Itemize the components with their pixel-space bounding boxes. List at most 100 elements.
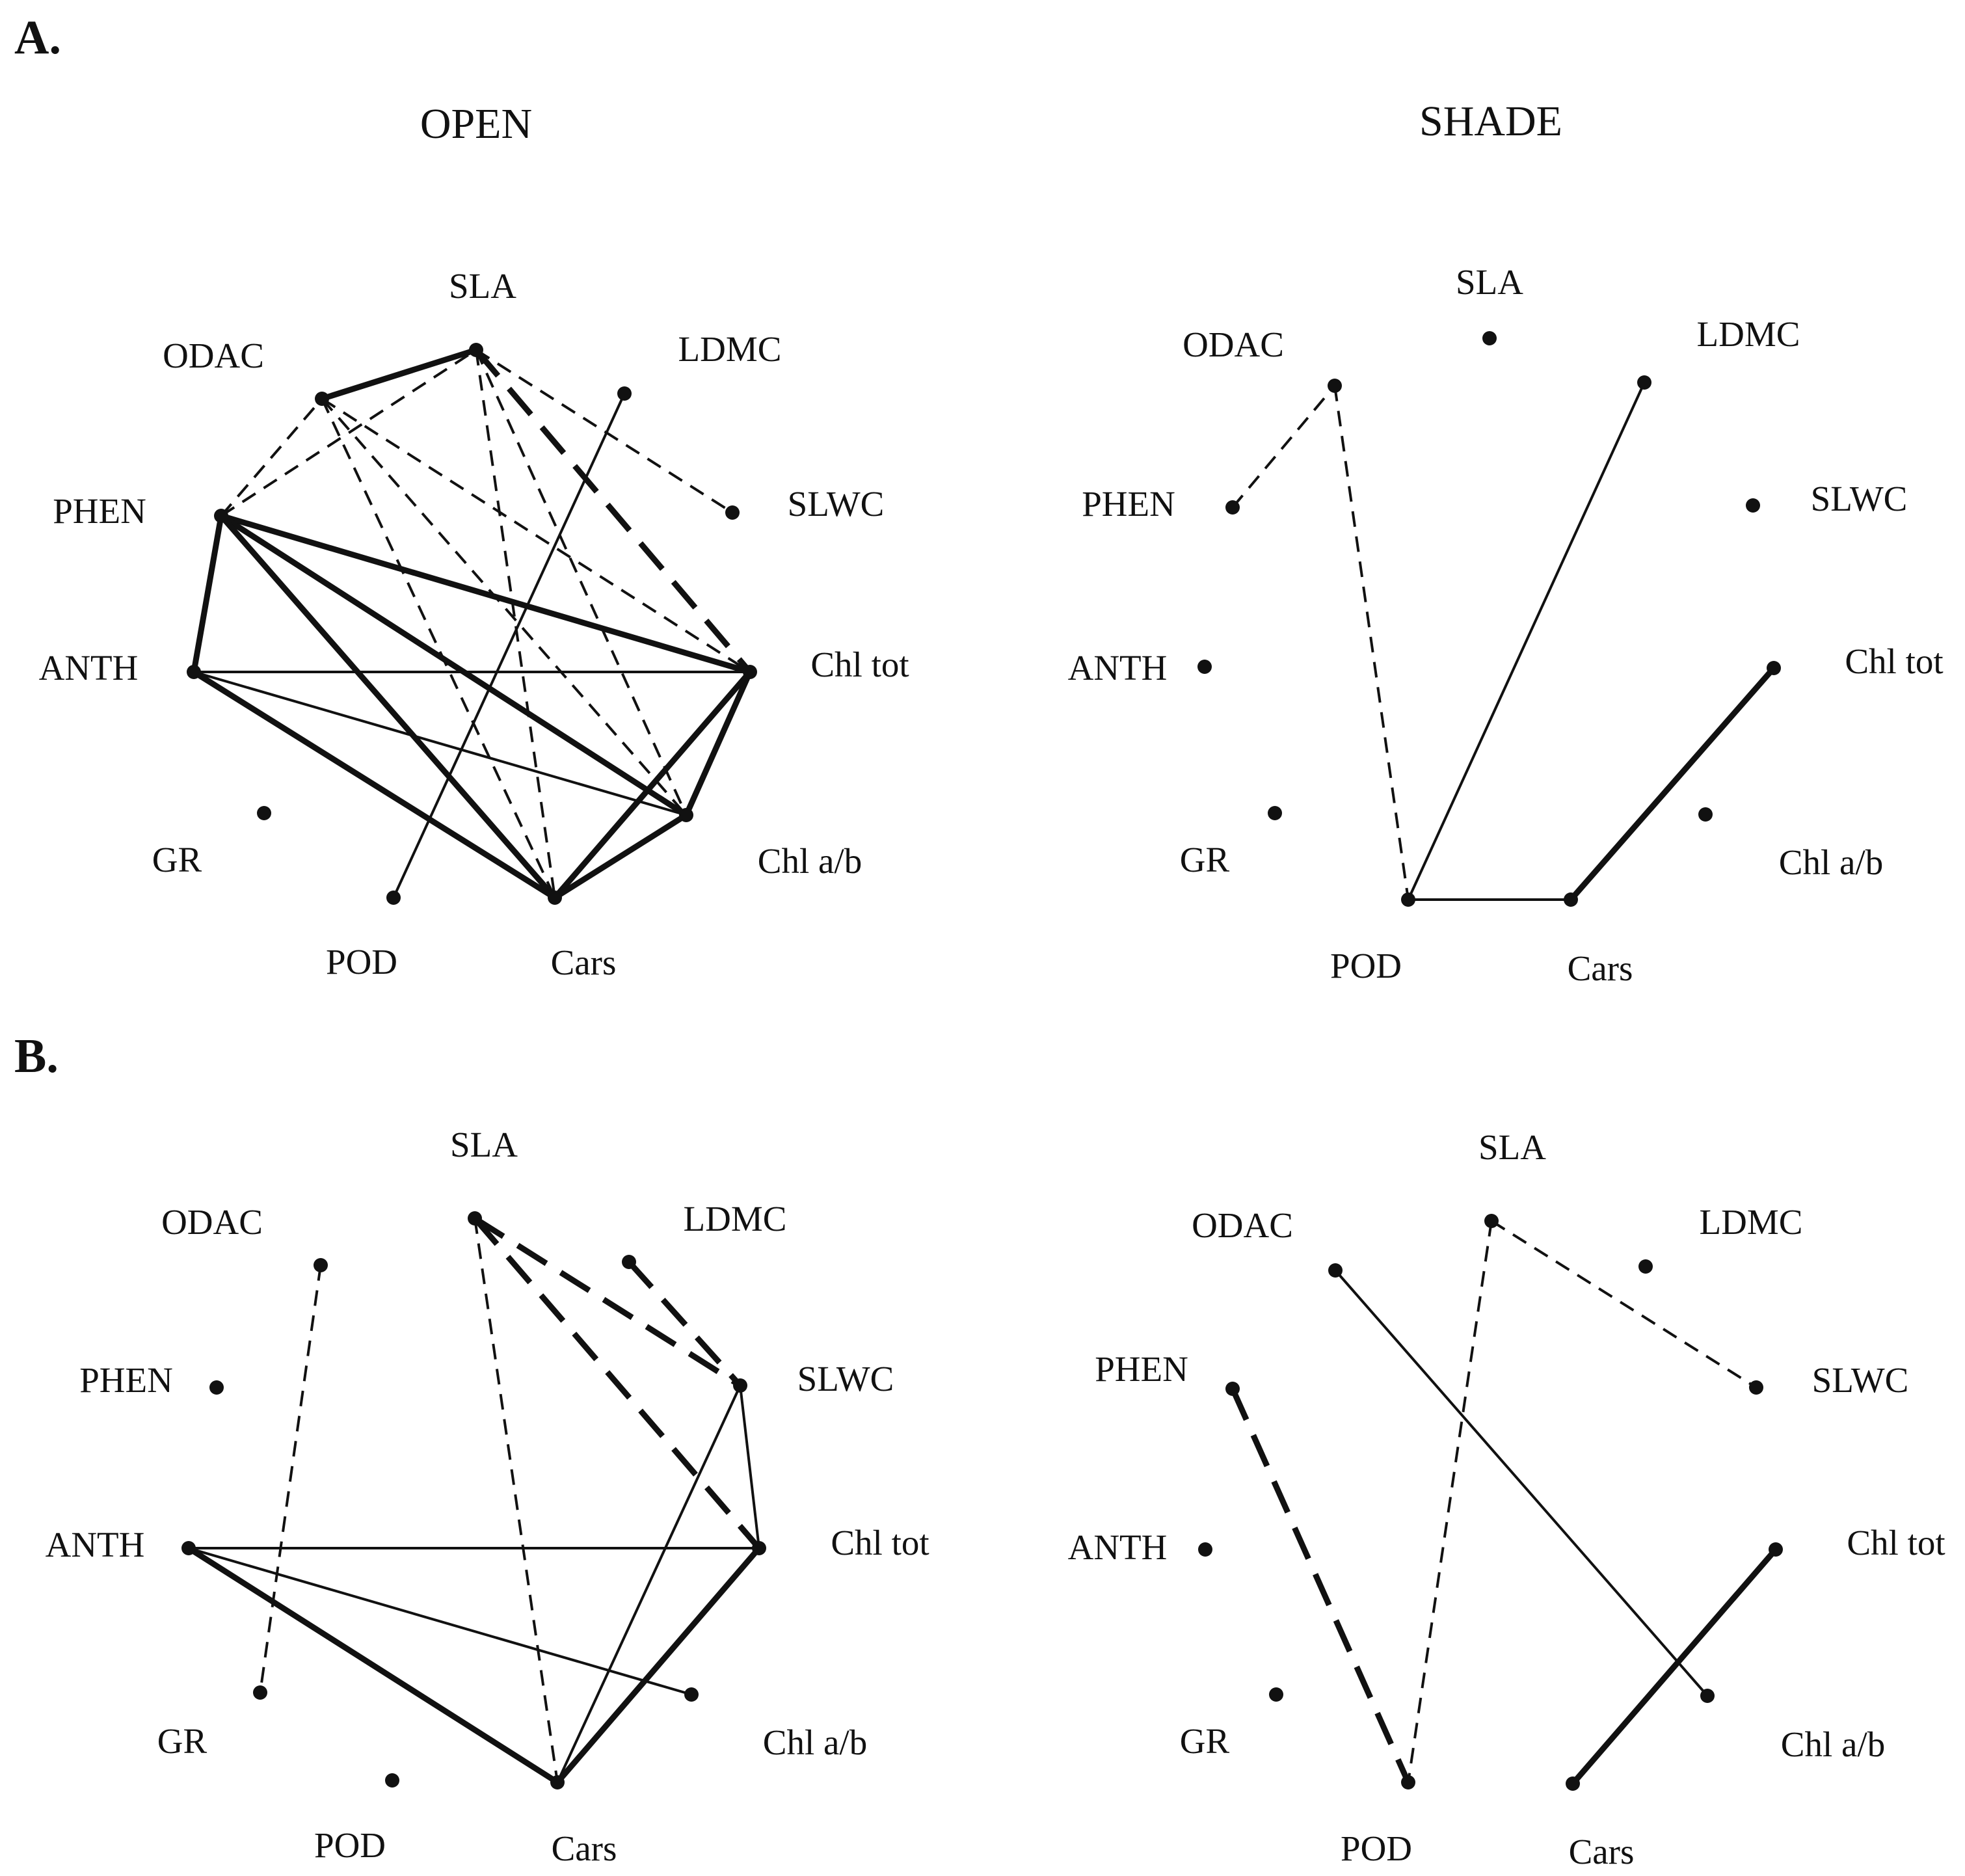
node-label-pod: POD bbox=[326, 942, 397, 982]
node-gr bbox=[257, 806, 271, 820]
node-cars bbox=[1564, 892, 1578, 907]
node-layer bbox=[1197, 331, 1781, 907]
edge-phen-chlab bbox=[219, 513, 688, 818]
node-chlab bbox=[684, 1687, 699, 1702]
node-gr bbox=[1269, 1687, 1283, 1702]
node-chlab bbox=[1698, 807, 1713, 822]
edge-slwc-cars bbox=[556, 1385, 742, 1783]
node-label-slwc: SLWC bbox=[1812, 1360, 1909, 1400]
edge-odac-cars bbox=[321, 398, 556, 898]
node-label-chltot: Chl tot bbox=[1847, 1523, 1945, 1562]
node-layer bbox=[187, 343, 757, 905]
edge-anth-cars bbox=[192, 669, 557, 900]
edge-phen-anth bbox=[191, 515, 224, 673]
node-label-cars: Cars bbox=[1568, 948, 1633, 988]
node-slwc bbox=[725, 505, 740, 520]
edge-phen-chltot bbox=[220, 513, 751, 675]
panel-title-shade: SHADE bbox=[1419, 98, 1562, 145]
node-label-gr: GR bbox=[1180, 840, 1230, 879]
edge-odac-chltot bbox=[321, 397, 751, 673]
edge-odac-pod bbox=[1333, 385, 1410, 900]
edge-anth-cars bbox=[187, 1546, 559, 1785]
node-label-sla: SLA bbox=[1456, 262, 1523, 302]
edge-chltot-cars bbox=[552, 670, 753, 900]
node-label-chlab: Chl a/b bbox=[758, 841, 862, 881]
edge-layer bbox=[1229, 1220, 1778, 1786]
edge-layer bbox=[191, 347, 753, 900]
node-phen bbox=[209, 1380, 224, 1395]
node-label-ldmc: LDMC bbox=[1700, 1202, 1803, 1242]
node-odac bbox=[315, 392, 329, 406]
node-sla bbox=[1484, 1214, 1499, 1228]
edge-chltot-chlab bbox=[683, 671, 753, 816]
node-label-odac: ODAC bbox=[1183, 325, 1284, 364]
node-label-chltot: Chl tot bbox=[1845, 641, 1943, 681]
node-anth bbox=[1198, 1542, 1212, 1557]
node-odac bbox=[1328, 1263, 1343, 1278]
edge-phen-pod bbox=[1229, 1387, 1411, 1784]
node-chltot bbox=[1767, 661, 1781, 675]
node-label-pod: POD bbox=[1330, 946, 1402, 985]
node-chltot bbox=[743, 665, 757, 679]
node-label-ldmc: LDMC bbox=[684, 1199, 787, 1239]
panel-title-open: OPEN bbox=[420, 100, 532, 148]
edge-anth-chlab bbox=[193, 671, 687, 816]
edge-odac-chlab bbox=[321, 397, 688, 816]
edge-chltot-cars bbox=[555, 1546, 762, 1784]
node-anth bbox=[187, 665, 201, 679]
node-odac bbox=[314, 1258, 328, 1272]
node-cars bbox=[548, 891, 562, 905]
node-label-phen: PHEN bbox=[1082, 484, 1175, 524]
node-anth bbox=[181, 1541, 196, 1555]
node-label-odac: ODAC bbox=[161, 1202, 263, 1242]
node-chltot bbox=[1769, 1542, 1783, 1557]
node-label-sla: SLA bbox=[450, 1125, 518, 1164]
node-sla bbox=[1482, 331, 1497, 345]
node-label-pod: POD bbox=[1341, 1829, 1412, 1868]
edge-sla-chltot bbox=[474, 348, 753, 674]
edge-sla-chltot bbox=[472, 1216, 762, 1550]
node-label-sla: SLA bbox=[1478, 1127, 1546, 1167]
node-pod bbox=[386, 891, 401, 905]
edge-sla-chlab bbox=[475, 349, 688, 816]
node-label-odac: ODAC bbox=[1192, 1205, 1293, 1245]
node-ldmc bbox=[1638, 1259, 1653, 1274]
node-pod bbox=[385, 1773, 399, 1788]
node-label-phen: PHEN bbox=[1095, 1349, 1188, 1389]
edge-phen-cars bbox=[219, 514, 557, 900]
node-label-gr: GR bbox=[157, 1721, 207, 1761]
node-label-sla: SLA bbox=[449, 266, 516, 306]
node-label-anth: ANTH bbox=[46, 1525, 145, 1564]
node-label-gr: GR bbox=[1180, 1721, 1230, 1761]
edge-sla-slwc bbox=[1490, 1220, 1758, 1389]
edge-phen-odac bbox=[220, 397, 323, 517]
edge-ldmc-pod bbox=[392, 393, 626, 898]
edge-slwc-chltot bbox=[739, 1385, 760, 1549]
node-label-slwc: SLWC bbox=[788, 484, 885, 524]
section-label-b: B. bbox=[14, 1030, 59, 1083]
node-label-pod: POD bbox=[314, 1825, 386, 1865]
node-label-chltot: Chl tot bbox=[810, 645, 909, 684]
edge-anth-chlab bbox=[188, 1547, 692, 1696]
node-label-ldmc: LDMC bbox=[678, 329, 782, 369]
node-phen bbox=[1225, 500, 1240, 515]
edge-odac-sla bbox=[321, 347, 477, 402]
edge-phen-odac bbox=[1231, 384, 1336, 509]
section-label-a: A. bbox=[14, 11, 61, 64]
node-layer bbox=[181, 1211, 766, 1789]
node-label-cars: Cars bbox=[1569, 1832, 1635, 1871]
node-anth bbox=[1197, 660, 1212, 674]
node-chltot bbox=[752, 1541, 766, 1555]
edge-odac-gr bbox=[259, 1265, 322, 1693]
node-ldmc bbox=[617, 386, 632, 401]
node-label-phen: PHEN bbox=[53, 491, 146, 531]
node-label-anth: ANTH bbox=[1068, 648, 1168, 688]
node-label-ldmc: LDMC bbox=[1697, 314, 1800, 354]
